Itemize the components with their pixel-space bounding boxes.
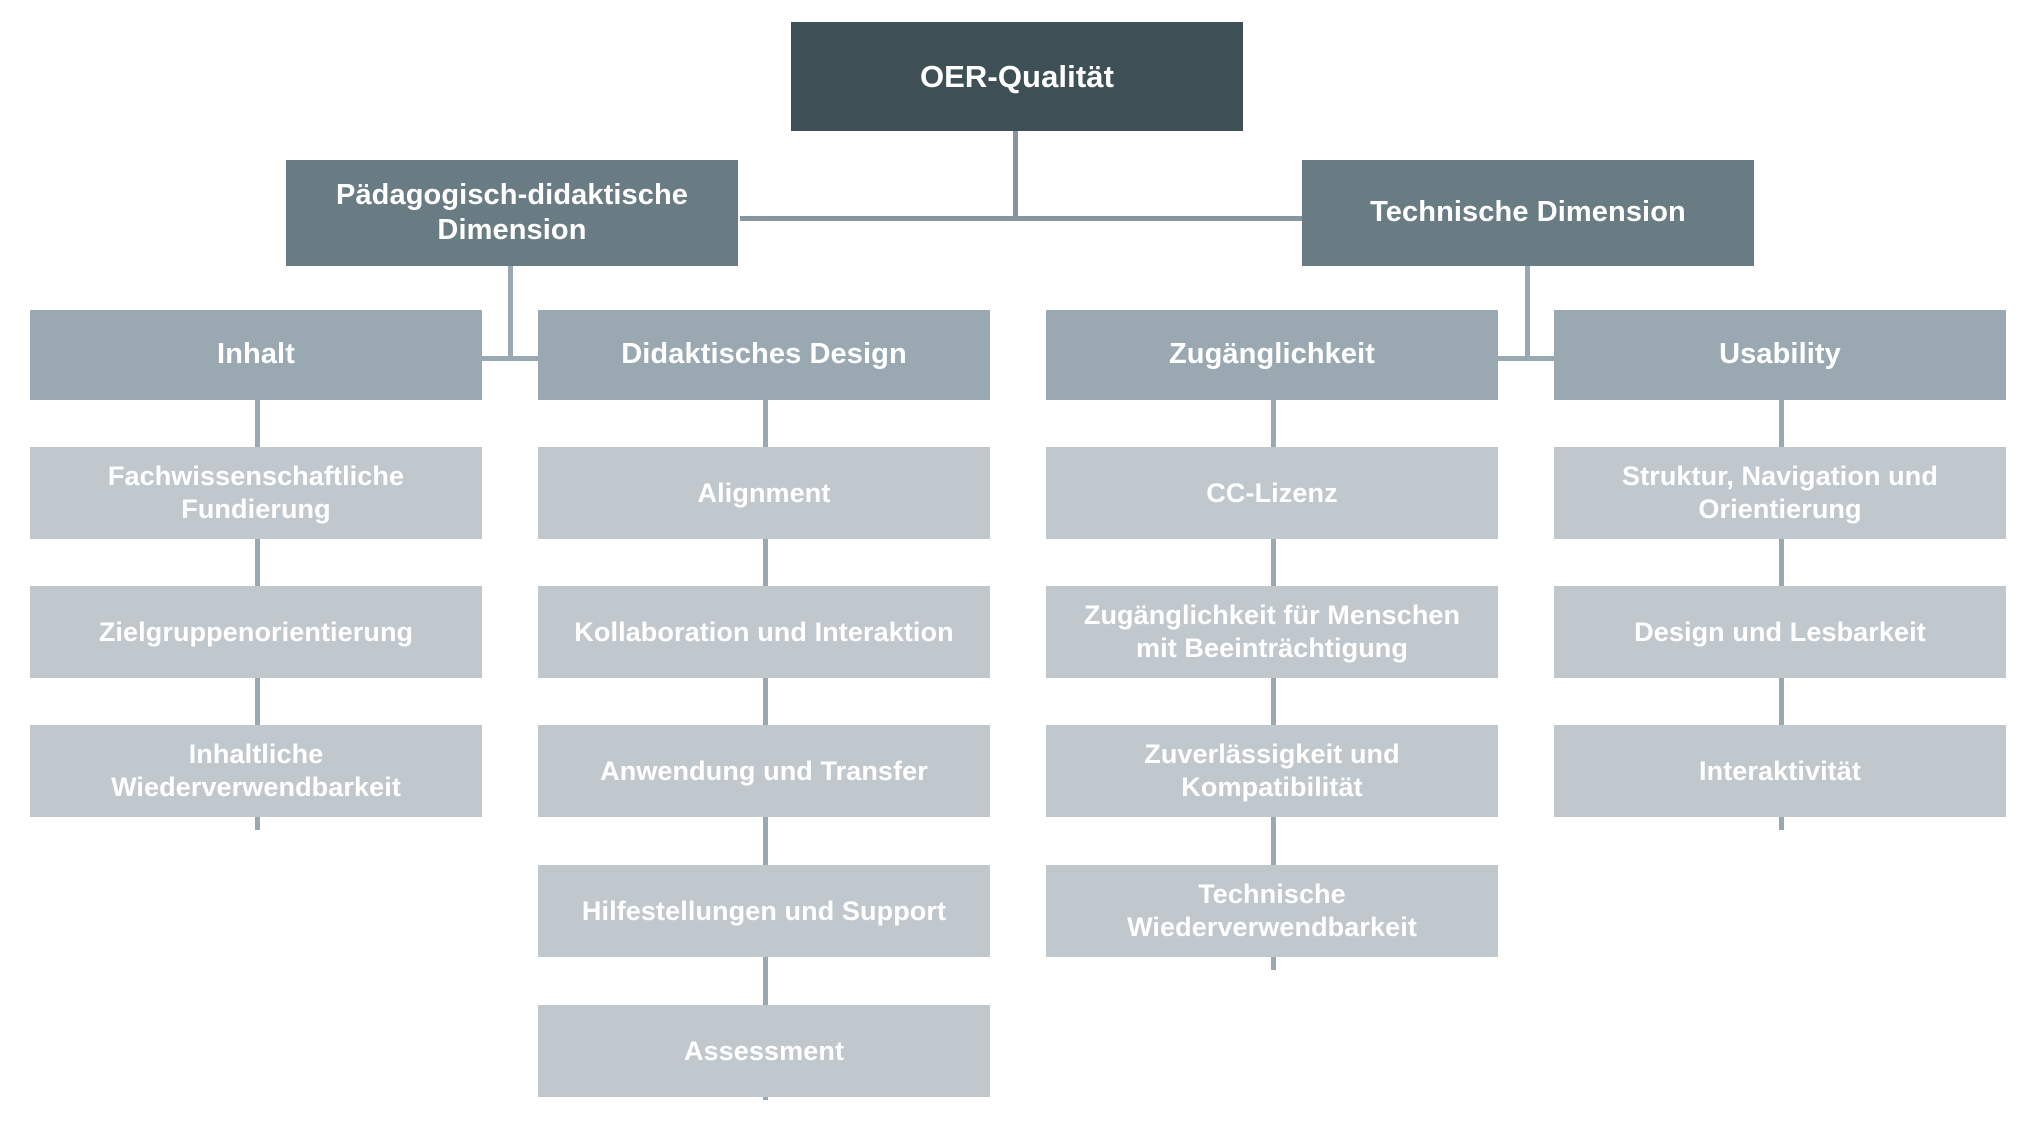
node-label: Usability xyxy=(1719,338,1841,371)
node-category-zugaenglichkeit[interactable]: Zugänglichkeit xyxy=(1046,310,1498,400)
node-criterion-alignment[interactable]: Alignment xyxy=(538,447,990,539)
node-criterion-anwendung-und-transfer[interactable]: Anwendung und Transfer xyxy=(538,725,990,817)
node-criterion-zielgruppenorientierung[interactable]: Zielgruppenorientierung xyxy=(30,586,482,678)
connector-pedagogic-bus xyxy=(480,356,542,361)
node-criterion-hilfestellungen-und-support[interactable]: Hilfestellungen und Support xyxy=(538,865,990,957)
node-label: CC-Lizenz xyxy=(1206,477,1338,508)
node-label: Pädagogisch-didaktische Dimension xyxy=(336,178,688,246)
node-criterion-zuverlaessigkeit-und-kompatibilitaet[interactable]: Zuverlässigkeit und Kompatibilität xyxy=(1046,725,1498,817)
node-label: Zuverlässigkeit und Kompatibilität xyxy=(1144,739,1400,802)
connector-technical-bus xyxy=(1497,356,1559,361)
node-label: Fachwissenschaftliche Fundierung xyxy=(107,461,405,524)
node-label: Assessment xyxy=(683,1035,845,1066)
node-criterion-fachwissenschaftliche-fundierung[interactable]: Fachwissenschaftliche Fundierung xyxy=(30,447,482,539)
node-label: Zielgruppenorientierung xyxy=(98,616,414,647)
node-criterion-struktur-navigation-und-orientierung[interactable]: Struktur, Navigation und Orientierung xyxy=(1554,447,2006,539)
node-label: OER-Qualität xyxy=(919,58,1115,94)
node-category-didaktisches-design[interactable]: Didaktisches Design xyxy=(538,310,990,400)
node-criterion-cc-lizenz[interactable]: CC-Lizenz xyxy=(1046,447,1498,539)
node-label: Technische Dimension xyxy=(1370,196,1686,229)
connector-technical-stem xyxy=(1525,265,1530,360)
node-criterion-kollaboration-und-interaktion[interactable]: Kollaboration und Interaktion xyxy=(538,586,990,678)
node-label: Alignment xyxy=(697,477,831,508)
node-label: Inhaltliche Wiederverwendbarkeit xyxy=(111,739,401,802)
node-label: Kollaboration und Interaktion xyxy=(574,616,954,647)
node-category-inhalt[interactable]: Inhalt xyxy=(30,310,482,400)
node-label: Zugänglichkeit xyxy=(1168,338,1376,371)
node-label: Didaktisches Design xyxy=(621,338,907,371)
connector-root-stem xyxy=(1013,130,1018,220)
node-label: Design und Lesbarkeit xyxy=(1634,616,1926,647)
node-dimension-technische[interactable]: Technische Dimension xyxy=(1302,160,1754,266)
node-category-usability[interactable]: Usability xyxy=(1554,310,2006,400)
node-root-oer-qualitaet[interactable]: OER-Qualität xyxy=(791,22,1243,131)
node-label: Anwendung und Transfer xyxy=(600,755,928,786)
node-criterion-zugaenglichkeit-fuer-menschen-mit-beeintraechtigung[interactable]: Zugänglichkeit für Menschen mit Beeinträ… xyxy=(1046,586,1498,678)
node-criterion-technische-wiederverwendbarkeit[interactable]: Technische Wiederverwendbarkeit xyxy=(1046,865,1498,957)
node-criterion-design-und-lesbarkeit[interactable]: Design und Lesbarkeit xyxy=(1554,586,2006,678)
node-label: Technische Wiederverwendbarkeit xyxy=(1127,879,1417,942)
connector-column-spine-zugaenglichkeit xyxy=(1271,400,1276,970)
node-criterion-inhaltliche-wiederverwendbarkeit[interactable]: Inhaltliche Wiederverwendbarkeit xyxy=(30,725,482,817)
connector-pedagogic-stem xyxy=(508,265,513,360)
node-label: Struktur, Navigation und Orientierung xyxy=(1622,461,1938,524)
node-label: Inhalt xyxy=(217,338,295,371)
node-label: Interaktivität xyxy=(1699,755,1861,786)
connector-dimension-bus xyxy=(740,216,1310,221)
node-label: Zugänglichkeit für Menschen mit Beeinträ… xyxy=(1083,600,1461,663)
node-criterion-interaktivitaet[interactable]: Interaktivität xyxy=(1554,725,2006,817)
node-dimension-paedagogisch-didaktische[interactable]: Pädagogisch-didaktische Dimension xyxy=(286,160,738,266)
node-label: Hilfestellungen und Support xyxy=(581,895,947,926)
node-criterion-assessment[interactable]: Assessment xyxy=(538,1005,990,1097)
